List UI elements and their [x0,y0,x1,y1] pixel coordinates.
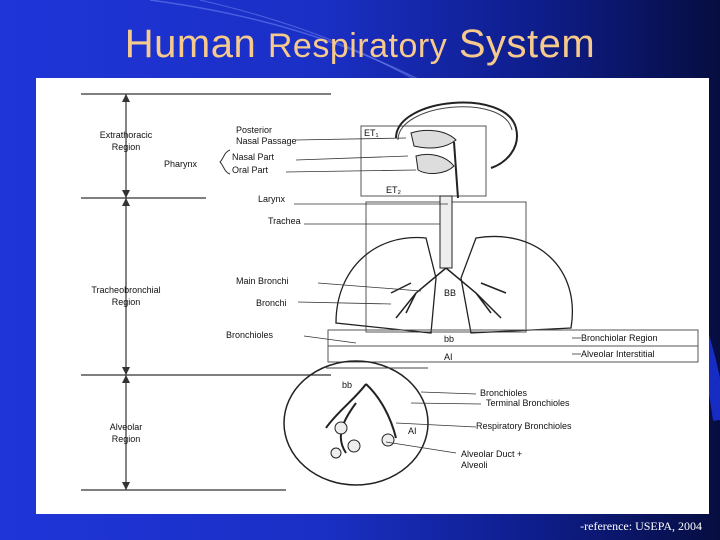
label-bronchiolar-region: Bronchiolar Region [581,333,658,343]
code-bb-upper: BB [444,288,456,298]
region-extrathoracic-line2: Region [112,142,141,152]
label-posterior: Posterior [236,125,272,135]
leader-lines [285,137,581,454]
title-word-1: Human [124,22,257,66]
region-tracheobronchial-line1: Tracheobronchial [91,285,160,295]
code-ai: AI [444,352,453,362]
reference-note: -reference: USEPA, 2004 [580,519,702,533]
alveolar-inset [283,360,429,486]
right-lung [460,235,573,334]
trachea-shape [439,195,453,269]
region-alveolar-line1: Alveolar [110,422,143,432]
region-alveolar-line2: Region [112,434,141,444]
label-bronchioles: Bronchioles [226,330,274,340]
label-alveoli: Alveoli [461,460,488,470]
label-pharynx: Pharynx [164,159,198,169]
title-word-2: Respiratory [267,27,448,65]
label-nasal-part: Nasal Part [232,152,275,162]
oral-cavity [415,153,455,174]
label-alveolar-duct: Alveolar Duct + [461,449,522,459]
code-et1: ET₁ [364,128,379,138]
title-word-3: System [458,22,596,66]
label-trachea: Trachea [268,216,301,226]
left-lung [335,236,437,334]
region-extrathoracic-line1: Extrathoracic [100,130,153,140]
region-tracheobronchial-line2: Region [112,297,141,307]
code-bb-lower: bb [444,334,454,344]
head-box [360,125,487,197]
label-alveolar-interstitial: Alveolar Interstitial [581,349,655,359]
code-et2: ET₂ [386,185,402,195]
label-terminal-bronchioles: Terminal Bronchioles [486,398,570,408]
label-nasal-passage: Nasal Passage [236,136,297,146]
code-bb-inset: bb [342,380,352,390]
label-main-bronchi: Main Bronchi [236,276,289,286]
label-oral-part: Oral Part [232,165,269,175]
bronchial-tree [390,267,507,319]
code-ai-inset: AI [408,426,417,436]
respiratory-diagram: Extrathoracic Region Tracheobronchial Re… [81,93,699,491]
label-respiratory-bronchioles: Respiratory Bronchioles [476,421,572,431]
head-outline [395,101,518,169]
label-bronchioles-inset: Bronchioles [480,388,528,398]
slide-title: Human Respiratory System [0,22,720,67]
nasal-cavity [410,129,457,149]
diagram-panel: Extrathoracic Region Tracheobronchial Re… [36,78,709,514]
alveolar-band [327,345,699,363]
label-bronchi: Bronchi [256,298,287,308]
label-larynx: Larynx [258,194,286,204]
